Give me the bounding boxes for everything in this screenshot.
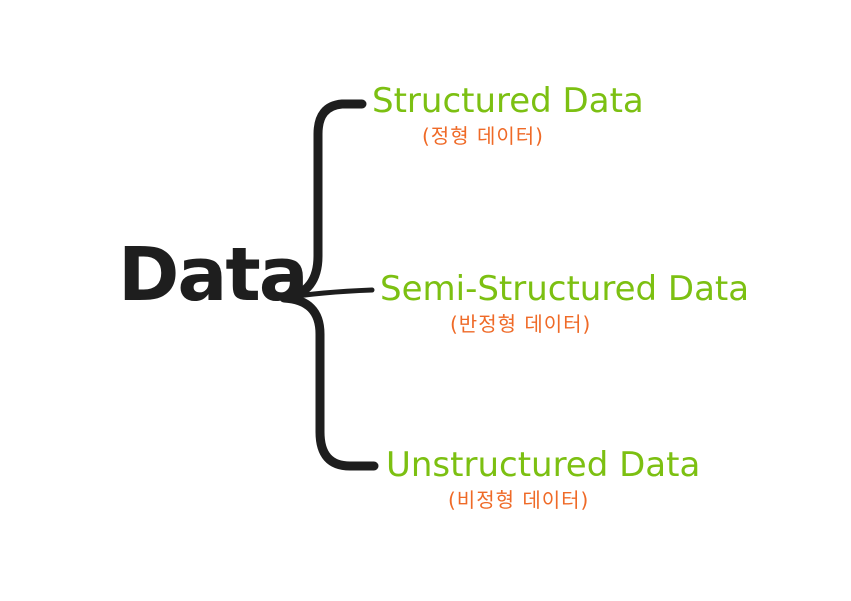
root-node-label: Data xyxy=(118,232,309,318)
branch-semi-structured: Semi-Structured Data (반정형 데이터) xyxy=(380,272,749,334)
branch-subtitle: (정형 데이터) xyxy=(422,124,544,148)
branch-subtitle: (반정형 데이터) xyxy=(450,312,592,336)
branch-structured: Structured Data (정형 데이터) xyxy=(372,84,644,146)
branch-title: Unstructured Data xyxy=(386,445,701,485)
brace-lower-arm xyxy=(279,293,379,471)
branch-title: Structured Data xyxy=(372,81,644,121)
branch-unstructured: Unstructured Data (비정형 데이터) xyxy=(386,448,700,510)
branch-title: Semi-Structured Data xyxy=(380,269,750,309)
brace-upper-arm xyxy=(281,99,367,303)
branch-subtitle: (비정형 데이터) xyxy=(448,488,590,512)
brace-middle-arm xyxy=(281,287,375,301)
